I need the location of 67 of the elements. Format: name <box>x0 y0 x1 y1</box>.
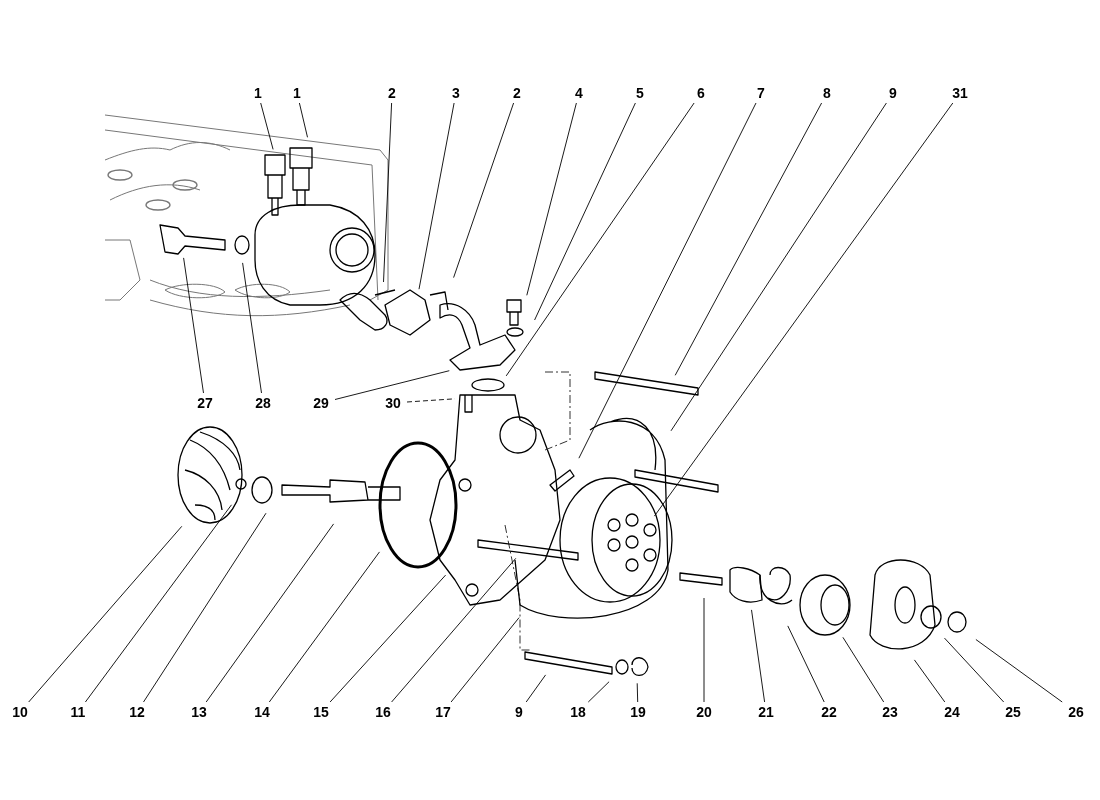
leader-line <box>298 102 308 138</box>
callout-number: 6 <box>688 84 714 102</box>
callout-number: 23 <box>877 703 903 721</box>
leader-line <box>260 102 274 150</box>
callout-number: 30 <box>380 394 406 412</box>
leader-line <box>505 102 695 377</box>
callout-number: 16 <box>370 703 396 721</box>
callout-number: 5 <box>627 84 653 102</box>
leader-line <box>842 636 885 703</box>
leader-line <box>913 659 946 703</box>
leader-line <box>450 617 520 703</box>
callout-number: 2 <box>379 84 405 102</box>
callout-number: 9 <box>880 84 906 102</box>
leader-line <box>84 504 232 703</box>
callout-number: 1 <box>245 84 271 102</box>
callout-number: 12 <box>124 703 150 721</box>
leader-line <box>944 637 1005 703</box>
callout-number: 10 <box>7 703 33 721</box>
leader-line <box>242 262 262 394</box>
leader-line <box>28 525 183 703</box>
leader-line <box>534 102 636 321</box>
callout-number: 15 <box>308 703 334 721</box>
callout-number: 27 <box>192 394 218 412</box>
leader-line <box>525 674 547 703</box>
callout-number: 14 <box>249 703 275 721</box>
callout-number: 8 <box>814 84 840 102</box>
leader-line <box>183 257 204 394</box>
leader-line <box>268 551 380 703</box>
callout-number: 24 <box>939 703 965 721</box>
leader-line <box>703 597 705 703</box>
leader-line <box>670 102 887 432</box>
callout-number: 4 <box>566 84 592 102</box>
callout-number: 1 <box>284 84 310 102</box>
leader-line <box>383 102 393 283</box>
leader-line <box>453 102 515 279</box>
leader-line <box>975 639 1063 703</box>
leader-line <box>636 682 639 703</box>
callout-number: 18 <box>565 703 591 721</box>
callout-number: 2 <box>504 84 530 102</box>
leader-line <box>587 681 610 703</box>
callout-number: 3 <box>443 84 469 102</box>
leader-line <box>391 557 517 703</box>
leader-line <box>751 609 766 703</box>
leader-line <box>143 512 267 703</box>
callout-number: 11 <box>65 703 91 721</box>
leader-line <box>787 625 825 703</box>
leader-line <box>205 523 335 703</box>
callout-number: 26 <box>1063 703 1089 721</box>
leader-line <box>674 102 823 376</box>
leader-line <box>329 574 447 703</box>
callout-number: 7 <box>748 84 774 102</box>
leader-line <box>418 102 455 290</box>
callout-number: 22 <box>816 703 842 721</box>
callout-number: 13 <box>186 703 212 721</box>
callout-number: 9 <box>506 703 532 721</box>
callout-number: 19 <box>625 703 651 721</box>
callout-number: 31 <box>947 84 973 102</box>
leader-line <box>334 370 450 400</box>
callout-number: 29 <box>308 394 334 412</box>
callout-number: 20 <box>691 703 717 721</box>
leader-line <box>578 102 757 459</box>
callout-number: 17 <box>430 703 456 721</box>
leader-line <box>653 102 954 517</box>
leader-line <box>526 102 577 296</box>
callout-number: 28 <box>250 394 276 412</box>
callout-number: 25 <box>1000 703 1026 721</box>
callout-number: 21 <box>753 703 779 721</box>
